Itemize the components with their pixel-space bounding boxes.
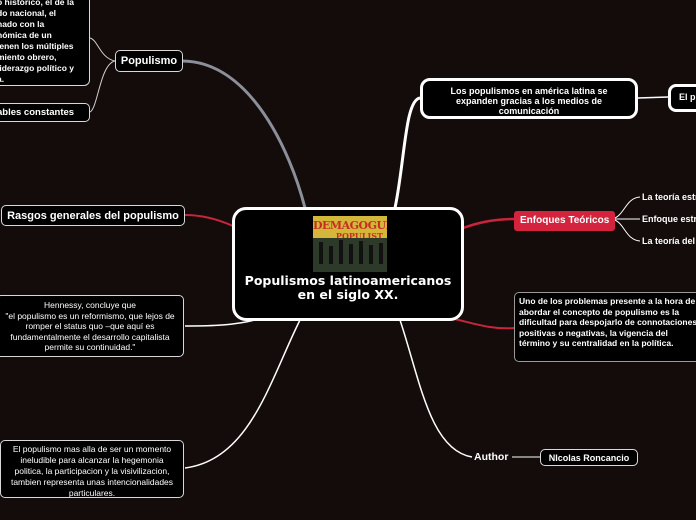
central-topic-title: Populismos latinoamericanos en el siglo … [244,273,452,302]
poster-hand [379,243,383,264]
author-label: Author [474,451,509,463]
central-topic-node[interactable]: DEMAGOGUE POPULIST Populismos latinoamer… [232,207,464,321]
enfoques-item-1[interactable]: La teoría estr [642,192,696,202]
medios-child-node[interactable]: El p [668,84,696,112]
demagogue-poster-image: DEMAGOGUE POPULIST [313,216,387,272]
link-enfoques [462,217,515,230]
link-problemas [449,317,515,330]
link-momento [184,319,301,469]
link-populismo [182,59,307,209]
populismo-note-node[interactable]: o histórico, el de la do nacional, el na… [0,0,90,86]
constantes-node[interactable]: ables constantes [0,103,90,122]
author-name-node[interactable]: NIcolas Roncancio [540,449,638,466]
link-constantes [89,60,116,113]
momento-node[interactable]: El populismo mas alla de ser un momento … [0,440,184,498]
link-enfoques-3 [611,218,641,242]
poster-line-2: POPULIST [335,231,383,241]
enfoques-node[interactable]: Enfoques Teóricos [514,211,616,231]
link-top-note [89,37,116,62]
rasgos-node[interactable]: Rasgos generales del populismo [1,205,185,226]
link-hennessy [184,319,256,327]
medios-node[interactable]: Los populismos en américa latina se expa… [420,78,638,119]
link-rasgos [184,214,234,227]
poster-hand [369,245,373,264]
enfoques-item-3[interactable]: La teoría del [642,236,696,246]
poster-line-1: DEMAGOGUE [313,219,387,232]
poster-hand [319,242,323,264]
poster-hand [329,246,333,264]
link-medios-child [637,96,669,99]
link-medios [393,96,421,209]
hennessy-node[interactable]: Hennessy, concluye que "el populismo es … [0,295,184,357]
enfoques-item-2[interactable]: Enfoque estr [642,214,696,224]
poster-hand [339,240,343,264]
populismo-node[interactable]: Populismo [115,50,183,72]
link-enfoques-1 [611,196,641,220]
problemas-node[interactable]: Uno de los problemas presente a la hora … [514,292,696,362]
poster-hand [349,244,353,264]
link-author [399,319,473,458]
poster-hand [359,241,363,264]
